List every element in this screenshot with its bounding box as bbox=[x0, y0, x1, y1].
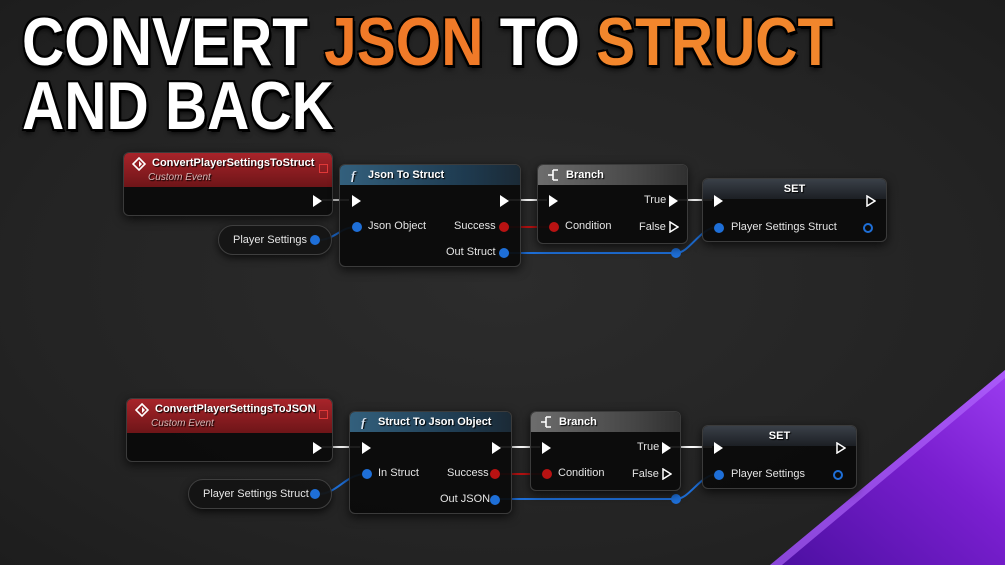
title-word-convert: CONVERT bbox=[22, 4, 308, 80]
set-node-player-settings[interactable]: SET Player Settings bbox=[702, 425, 857, 489]
in-struct-label: In Struct bbox=[378, 467, 419, 479]
delegate-pin[interactable] bbox=[319, 164, 328, 173]
success-label: Success bbox=[447, 467, 489, 479]
title-word-to: TO bbox=[499, 4, 580, 80]
svg-text:f: f bbox=[361, 415, 367, 429]
exec-in-pin[interactable] bbox=[362, 442, 371, 454]
player-settings-variable-node[interactable]: Player Settings bbox=[218, 225, 332, 255]
branch-node-header: Branch bbox=[531, 412, 680, 432]
function-node-header: f Json To Struct bbox=[340, 165, 520, 185]
variable-label: Player Settings Struct bbox=[203, 488, 309, 500]
event-node-subtitle: Custom Event bbox=[151, 418, 214, 429]
function-node-title: Struct To Json Object bbox=[378, 416, 492, 428]
true-exec-out-pin[interactable] bbox=[662, 442, 671, 454]
variable-out-pin[interactable] bbox=[310, 489, 320, 499]
exec-in-pin[interactable] bbox=[542, 442, 551, 454]
branch-icon bbox=[548, 169, 558, 181]
set-node-title: SET bbox=[768, 430, 791, 442]
false-label: False bbox=[632, 468, 659, 480]
set-value-in-pin[interactable] bbox=[714, 223, 724, 233]
branch-node-header: Branch bbox=[538, 165, 687, 185]
success-label: Success bbox=[454, 220, 496, 232]
set-node-title: SET bbox=[783, 183, 806, 195]
exec-in-pin[interactable] bbox=[549, 195, 558, 207]
title-word-json: JSON bbox=[324, 4, 484, 80]
branch-node[interactable]: Branch True Condition False bbox=[537, 164, 688, 244]
exec-out-pin[interactable] bbox=[313, 195, 322, 207]
success-out-pin[interactable] bbox=[499, 222, 509, 232]
json-object-label: Json Object bbox=[368, 220, 427, 232]
set-node-player-settings-struct[interactable]: SET Player Settings Struct bbox=[702, 178, 887, 242]
event-node-header: ConvertPlayerSettingsToStruct Custom Eve… bbox=[124, 153, 332, 187]
true-label: True bbox=[644, 194, 667, 206]
out-json-label: Out JSON bbox=[440, 493, 491, 505]
set-value-out-pin[interactable] bbox=[863, 223, 873, 233]
function-icon: f bbox=[361, 415, 367, 429]
set-value-out-pin[interactable] bbox=[833, 470, 843, 480]
success-out-pin[interactable] bbox=[490, 469, 500, 479]
json-object-in-pin[interactable] bbox=[352, 222, 362, 232]
true-exec-out-pin[interactable] bbox=[669, 195, 678, 207]
json-to-struct-node[interactable]: f Json To Struct Json Object Success Out… bbox=[339, 164, 521, 267]
condition-in-pin[interactable] bbox=[542, 469, 552, 479]
event-node-header: ConvertPlayerSettingsToJSON Custom Event bbox=[127, 399, 332, 433]
in-struct-pin[interactable] bbox=[362, 469, 372, 479]
set-value-in-pin[interactable] bbox=[714, 470, 724, 480]
player-settings-struct-variable-node[interactable]: Player Settings Struct bbox=[188, 479, 332, 509]
true-label: True bbox=[637, 441, 660, 453]
condition-label: Condition bbox=[558, 467, 605, 479]
set-pin-label: Player Settings Struct bbox=[731, 221, 837, 233]
event-diamond-icon bbox=[132, 157, 146, 171]
event-node-convert-to-json[interactable]: ConvertPlayerSettingsToJSON Custom Event bbox=[126, 398, 333, 462]
delegate-pin[interactable] bbox=[319, 410, 328, 419]
struct-to-json-object-node[interactable]: f Struct To Json Object In Struct Succes… bbox=[349, 411, 512, 514]
branch-icon bbox=[541, 416, 551, 428]
false-label: False bbox=[639, 221, 666, 233]
variable-out-pin[interactable] bbox=[310, 235, 320, 245]
event-node-title: ConvertPlayerSettingsToJSON bbox=[155, 403, 316, 415]
false-exec-out-pin[interactable] bbox=[669, 221, 679, 233]
false-exec-out-pin[interactable] bbox=[662, 468, 672, 480]
condition-label: Condition bbox=[565, 220, 612, 232]
function-node-header: f Struct To Json Object bbox=[350, 412, 511, 432]
svg-text:f: f bbox=[351, 168, 357, 182]
exec-out-pin[interactable] bbox=[836, 442, 846, 454]
variable-label: Player Settings bbox=[233, 234, 307, 246]
set-pin-label: Player Settings bbox=[731, 468, 805, 480]
set-node-header: SET bbox=[703, 179, 886, 199]
function-node-title: Json To Struct bbox=[368, 169, 445, 181]
branch-node-title: Branch bbox=[566, 169, 604, 181]
exec-in-pin[interactable] bbox=[714, 195, 723, 207]
exec-out-pin[interactable] bbox=[500, 195, 509, 207]
exec-out-pin[interactable] bbox=[313, 442, 322, 454]
branch-node-title: Branch bbox=[559, 416, 597, 428]
exec-out-pin[interactable] bbox=[866, 195, 876, 207]
function-icon: f bbox=[351, 168, 357, 182]
out-json-pin[interactable] bbox=[490, 495, 500, 505]
branch-node[interactable]: Branch True Condition False bbox=[530, 411, 681, 491]
title-word-struct: STRUCT bbox=[596, 4, 834, 80]
condition-in-pin[interactable] bbox=[549, 222, 559, 232]
exec-in-pin[interactable] bbox=[352, 195, 361, 207]
event-node-subtitle: Custom Event bbox=[148, 172, 211, 183]
thumbnail-title-line-1: CONVERT JSON TO STRUCT bbox=[22, 8, 833, 76]
out-struct-label: Out Struct bbox=[446, 246, 496, 258]
exec-out-pin[interactable] bbox=[492, 442, 501, 454]
thumbnail-title-line-2: AND BACK bbox=[22, 68, 334, 144]
event-node-convert-to-struct[interactable]: ConvertPlayerSettingsToStruct Custom Eve… bbox=[123, 152, 333, 216]
event-node-title: ConvertPlayerSettingsToStruct bbox=[152, 157, 315, 169]
event-diamond-icon bbox=[135, 403, 149, 417]
set-node-header: SET bbox=[703, 426, 856, 446]
out-struct-pin[interactable] bbox=[499, 248, 509, 258]
exec-in-pin[interactable] bbox=[714, 442, 723, 454]
